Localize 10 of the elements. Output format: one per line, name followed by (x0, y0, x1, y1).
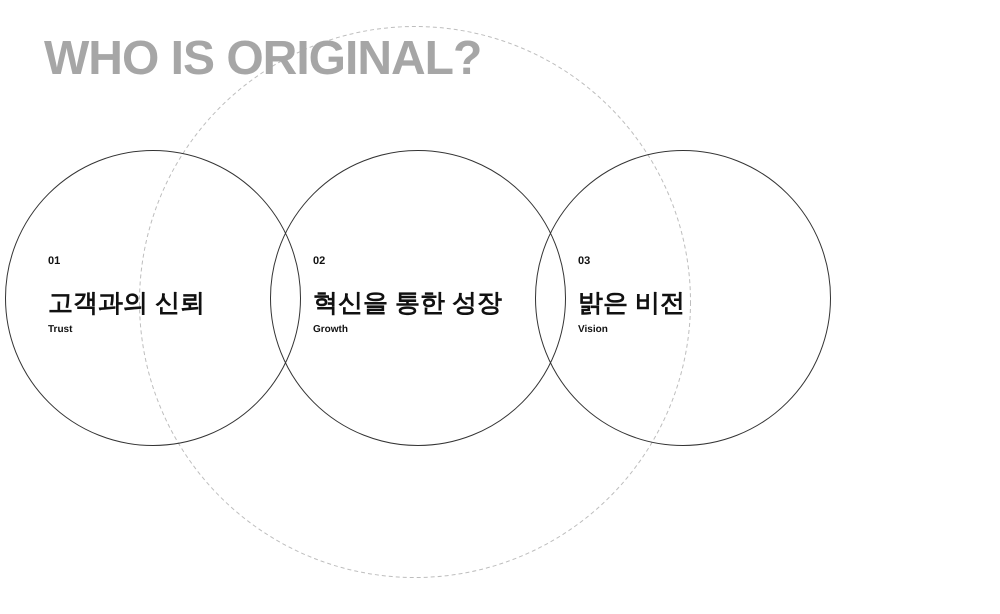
title: WHO IS ORIGINAL? (44, 31, 482, 87)
value-subtitle: Growth (313, 324, 348, 335)
value-heading: 밝은 비전 (578, 288, 685, 319)
value-subtitle: Vision (578, 324, 608, 335)
value-subtitle: Trust (48, 324, 72, 335)
value-heading: 혁신을 통한 성장 (313, 288, 502, 319)
item-number: 02 (313, 255, 326, 267)
item-number: 01 (48, 255, 60, 267)
item-number: 03 (578, 255, 590, 267)
value-heading: 고객과의 신뢰 (48, 288, 205, 319)
